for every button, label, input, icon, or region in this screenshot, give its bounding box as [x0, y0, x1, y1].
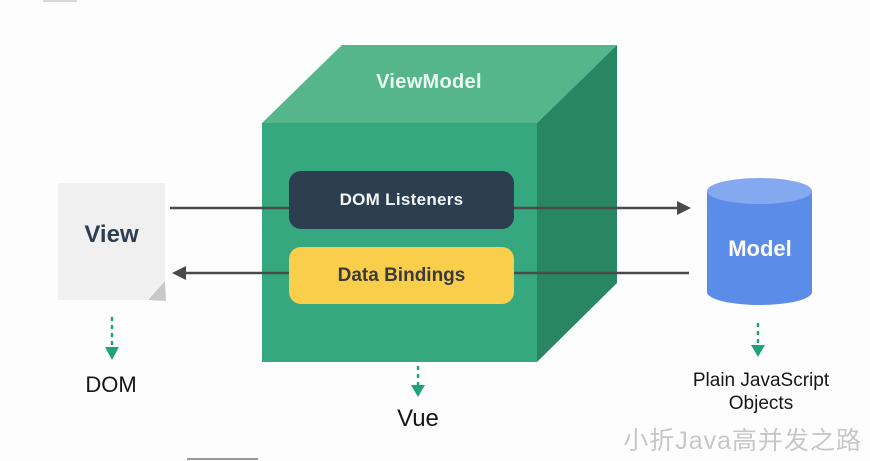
arrow-right-head-icon: [677, 201, 691, 215]
dom-caption: DOM: [85, 372, 137, 397]
view-title: View: [84, 221, 139, 248]
arrow-down-head-icon: [105, 347, 119, 360]
dashed-arrow-down-view: [105, 316, 119, 360]
data-bindings-box: Data Bindings: [289, 247, 514, 304]
cylinder-bottom: [707, 279, 812, 305]
data-bindings-label: Data Bindings: [337, 264, 466, 286]
document-folded-corner: [148, 281, 166, 301]
watermark-text: 小折Java高并发之路: [623, 427, 862, 455]
document-page-shape: [58, 183, 165, 300]
model-database-icon: [707, 178, 812, 305]
video-progress-artifact: [187, 458, 258, 460]
dom-listeners-box: DOM Listeners: [289, 171, 514, 229]
dashed-arrow-down-model: [751, 322, 765, 357]
cylinder-top: [707, 178, 812, 204]
cube-right-face: [537, 45, 617, 362]
pjo-caption-line1: Plain JavaScript: [692, 370, 830, 391]
viewmodel-title: ViewModel: [376, 71, 482, 93]
plain-javascript-objects-caption: Plain JavaScript Objects: [676, 369, 846, 415]
cylinder-body: [707, 191, 812, 292]
top-edge-artifact: [43, 0, 77, 2]
arrow-left-head-icon: [172, 266, 186, 280]
dom-listeners-label: DOM Listeners: [339, 190, 464, 209]
cube-top-face: [262, 45, 617, 123]
arrow-down-head-icon: [751, 345, 765, 357]
arrow-down-head-icon: [411, 385, 425, 397]
cube-front-face: [262, 123, 537, 362]
model-title: Model: [728, 236, 792, 261]
pjo-caption-line2: Objects: [728, 393, 794, 414]
view-document-icon: [58, 183, 166, 301]
vue-caption: Vue: [397, 405, 439, 432]
dashed-arrow-down-viewmodel: [411, 365, 425, 397]
